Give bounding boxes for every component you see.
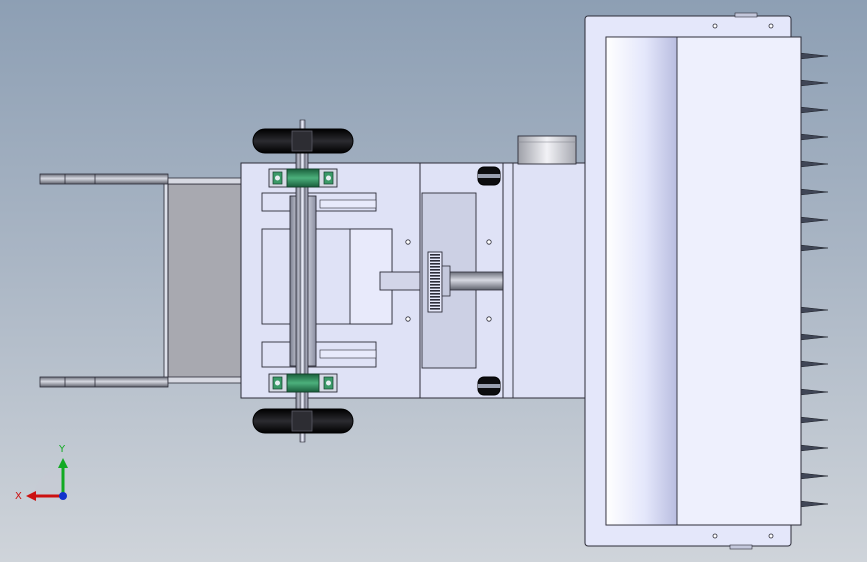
- sprocket-tooth: [430, 296, 440, 298]
- sprocket-tooth: [430, 299, 440, 301]
- tine[interactable]: [799, 188, 829, 196]
- sprocket-tooth: [430, 278, 440, 280]
- sprocket-tooth: [430, 287, 440, 289]
- sprocket-tooth: [430, 302, 440, 304]
- y-axis-arrow: [58, 458, 68, 496]
- tine[interactable]: [799, 472, 829, 480]
- handle-grip-panel[interactable]: [167, 183, 243, 379]
- handle-bar-lower[interactable]: [39, 376, 243, 388]
- z-axis-dot: [59, 492, 67, 500]
- sprocket-tooth: [430, 290, 440, 292]
- sprocket-tooth: [430, 308, 440, 310]
- tines[interactable]: [799, 52, 829, 508]
- sprocket-tooth: [430, 263, 440, 265]
- motor-housing[interactable]: [517, 135, 577, 165]
- sprocket-tooth: [430, 260, 440, 262]
- sprocket-tooth: [430, 269, 440, 271]
- sprocket-tooth: [430, 272, 440, 274]
- pillow-block-bearing-lower[interactable]: [268, 373, 338, 393]
- left-wheel[interactable]: [252, 128, 354, 154]
- tine[interactable]: [799, 160, 829, 168]
- handle-bar-upper[interactable]: [39, 173, 243, 185]
- y-axis-label: Y: [58, 444, 66, 455]
- sprocket-tooth: [430, 266, 440, 268]
- tine[interactable]: [799, 216, 829, 224]
- tine[interactable]: [799, 416, 829, 424]
- tine[interactable]: [799, 106, 829, 114]
- sprocket-tooth: [430, 254, 440, 256]
- right-wheel[interactable]: [252, 408, 354, 434]
- sprocket-tooth: [430, 284, 440, 286]
- sprocket-tooth: [430, 293, 440, 295]
- sprocket[interactable]: [427, 251, 451, 313]
- sprocket-tooth: [430, 305, 440, 307]
- x-axis-label: X: [15, 491, 22, 502]
- tine[interactable]: [799, 52, 829, 60]
- caster-upper[interactable]: [477, 166, 501, 186]
- tine[interactable]: [799, 306, 829, 314]
- caster-lower[interactable]: [477, 376, 501, 396]
- tine[interactable]: [799, 244, 829, 252]
- sprocket-tooth: [430, 281, 440, 283]
- tine[interactable]: [799, 444, 829, 452]
- tine[interactable]: [799, 133, 829, 141]
- tine[interactable]: [799, 79, 829, 87]
- sprocket-tooth: [430, 257, 440, 259]
- tine[interactable]: [799, 333, 829, 341]
- sprocket-tooth: [430, 275, 440, 277]
- tine[interactable]: [799, 388, 829, 396]
- handle-assembly[interactable]: [39, 173, 243, 388]
- tine-drum[interactable]: [605, 36, 802, 526]
- coordinate-triad: X Y: [12, 438, 82, 508]
- tine[interactable]: [799, 500, 829, 508]
- tine[interactable]: [799, 360, 829, 368]
- pillow-block-bearing-upper[interactable]: [268, 168, 338, 188]
- x-axis-arrow: [26, 491, 63, 501]
- rear-axle-shaft[interactable]: [289, 119, 317, 443]
